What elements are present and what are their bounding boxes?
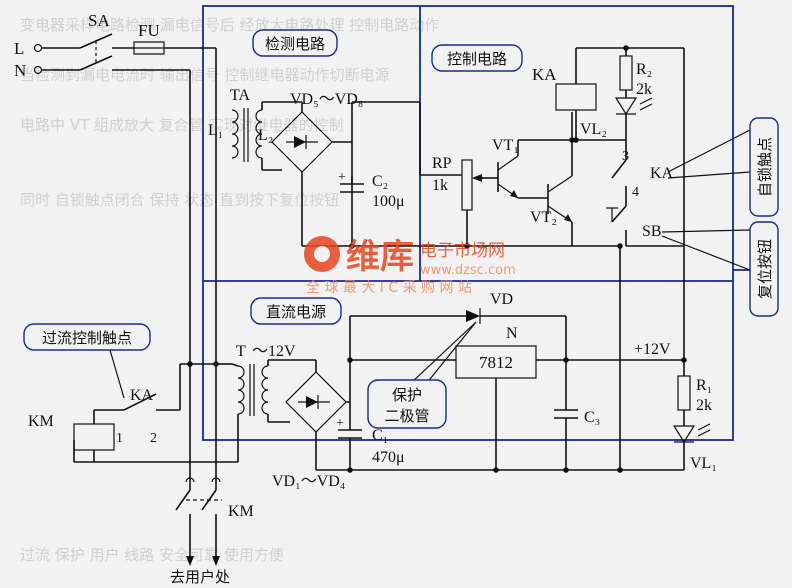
svg-text:同时 自锁触点闭合 保持 状态 直到按下复位按钮: 同时 自锁触点闭合 保持 状态 直到按下复位按钮 [20, 191, 339, 209]
svg-text:全 球 最 大 I C 采 购 网 站: 全 球 最 大 I C 采 购 网 站 [306, 279, 472, 296]
svg-text:维库: 维库 [346, 237, 414, 277]
potentiometer-rp: RP 1k [420, 155, 498, 249]
svg-text:VT₂: VT₂ [530, 209, 557, 226]
svg-text:过流控制触点: 过流控制触点 [42, 329, 132, 347]
svg-text:470μ: 470μ [372, 449, 405, 466]
contactor-coil-km: KM 1 2 [28, 409, 190, 463]
svg-text:100μ: 100μ [372, 193, 405, 210]
svg-text:自锁触点: 自锁触点 [756, 137, 774, 197]
svg-text:3: 3 [622, 149, 629, 164]
bridge-rectifier-vd5-vd8: VD₅～VD₈ [271, 91, 421, 246]
relay-coil-ka: KA [532, 45, 684, 143]
bridge-rectifier-vd1-vd4: VD₁～VD₄ [272, 360, 350, 490]
svg-text:电路中 VT 组成放大 复合管 实现对继电器的控制: 电路中 VT 组成放大 复合管 实现对继电器的控制 [20, 116, 344, 134]
control-block-title: 控制电路 [431, 44, 523, 72]
main-contactor-km: KM 去用户处 [170, 477, 254, 586]
led-vl2: VL₂ [580, 97, 653, 160]
svg-text:变电器采样电路检测 漏电信号后 经放大电路处理 控制电路动作: 变电器采样电路检测 漏电信号后 经放大电路处理 控制电路动作 [20, 16, 439, 34]
svg-text:C₁: C₁ [372, 427, 388, 444]
current-transformer-ta: TA L₁ L₂ [208, 87, 302, 171]
svg-text:www.dzsc.com: www.dzsc.com [420, 263, 516, 278]
svg-text:VD₅～VD₈: VD₅～VD₈ [290, 91, 363, 108]
reset-callout: 复位按钮 [661, 221, 779, 317]
svg-text:L₁: L₁ [208, 122, 223, 139]
svg-text:+: + [336, 416, 344, 431]
svg-text:KA: KA [650, 165, 674, 182]
svg-text:2k: 2k [696, 397, 712, 414]
svg-text:去用户处: 去用户处 [170, 568, 230, 586]
mains-input: L N SA FU [14, 11, 219, 490]
overcurrent-callout: 过流控制触点 [23, 323, 151, 399]
svg-text:T: T [236, 343, 246, 360]
svg-text:VD₁～VD₄: VD₁～VD₄ [272, 473, 346, 490]
svg-text:～12V: ～12V [252, 343, 296, 360]
svg-text:N: N [506, 325, 518, 342]
svg-text:FU: FU [138, 21, 160, 40]
protection-diode-vd: VD [350, 291, 567, 360]
svg-text:VT₁: VT₁ [492, 137, 519, 154]
dc-supply-block-title: 直流电源 [250, 297, 342, 325]
svg-text:4: 4 [632, 185, 639, 200]
svg-text:检测电路: 检测电路 [265, 35, 325, 53]
power-transformer-t: T ～12V [190, 343, 316, 463]
svg-text:7812: 7812 [479, 353, 513, 372]
svg-text:VD: VD [490, 291, 513, 308]
self-lock-contact-ka: 3 4 KA [611, 149, 674, 200]
regulator-7812: N 7812 [347, 325, 684, 473]
svg-text:VL₂: VL₂ [580, 121, 607, 138]
svg-text:当检测到漏电电流时 输出信号 控制继电器动作切断电源: 当检测到漏电电流时 输出信号 控制继电器动作切断电源 [20, 66, 390, 84]
overcurrent-contact-ka: KA [123, 364, 181, 411]
svg-text:SB: SB [642, 223, 662, 240]
svg-text:TA: TA [230, 87, 250, 104]
watermark-logo: 维库 电子市场网 www.dzsc.com 全 球 最 大 I C 采 购 网 … [304, 236, 516, 296]
svg-text:保护: 保护 [392, 386, 422, 404]
transistor-vt1: VT₁ [492, 137, 572, 199]
svg-text:KA: KA [532, 65, 557, 84]
block-frames [202, 5, 750, 441]
svg-text:复位按钮: 复位按钮 [756, 239, 774, 299]
protect-diode-callout: 保护 二极管 [367, 321, 477, 429]
led-vl1: VL₁ [672, 423, 717, 472]
resistor-r2: R₂ 2k [619, 48, 652, 98]
svg-text:C₂: C₂ [372, 173, 388, 190]
svg-text:R₁: R₁ [696, 377, 712, 394]
svg-text:KM: KM [228, 503, 254, 520]
svg-text:+: + [338, 170, 346, 185]
capacitor-c3: C₃ [554, 360, 600, 473]
svg-text:控制电路: 控制电路 [447, 50, 507, 68]
svg-text:1: 1 [116, 431, 123, 446]
resistor-r1: R₁ 2k [677, 360, 712, 426]
capacitor-c2: + C₂ 100μ [302, 170, 620, 249]
svg-text:N: N [14, 61, 26, 80]
svg-text:R₂: R₂ [636, 61, 652, 78]
self-lock-callout: 自锁触点 [667, 117, 779, 217]
plus-12v-rail: +12V [617, 243, 687, 473]
svg-text:+12V: +12V [634, 341, 671, 358]
svg-text:电子市场网: 电子市场网 [420, 241, 505, 261]
reset-button-sb: SB [606, 48, 685, 247]
svg-text:直流电源: 直流电源 [266, 303, 326, 321]
svg-text:2k: 2k [636, 81, 652, 98]
svg-text:二极管: 二极管 [384, 407, 429, 425]
transistor-vt2: VT₂ [530, 112, 575, 246]
svg-text:KA: KA [130, 387, 154, 404]
svg-text:L: L [14, 39, 24, 58]
svg-text:L₂: L₂ [258, 127, 273, 144]
svg-text:C₃: C₃ [584, 409, 600, 426]
detect-block-title: 检测电路 [252, 29, 338, 57]
svg-text:KM: KM [28, 413, 54, 430]
svg-text:2: 2 [150, 431, 157, 446]
svg-text:RP: RP [432, 155, 452, 172]
svg-text:SA: SA [88, 11, 110, 30]
svg-text:过流 保护 用户 线路 安全可靠 使用方便: 过流 保护 用户 线路 安全可靠 使用方便 [20, 546, 284, 564]
svg-text:VL₁: VL₁ [690, 455, 717, 472]
svg-text:1k: 1k [432, 177, 448, 194]
